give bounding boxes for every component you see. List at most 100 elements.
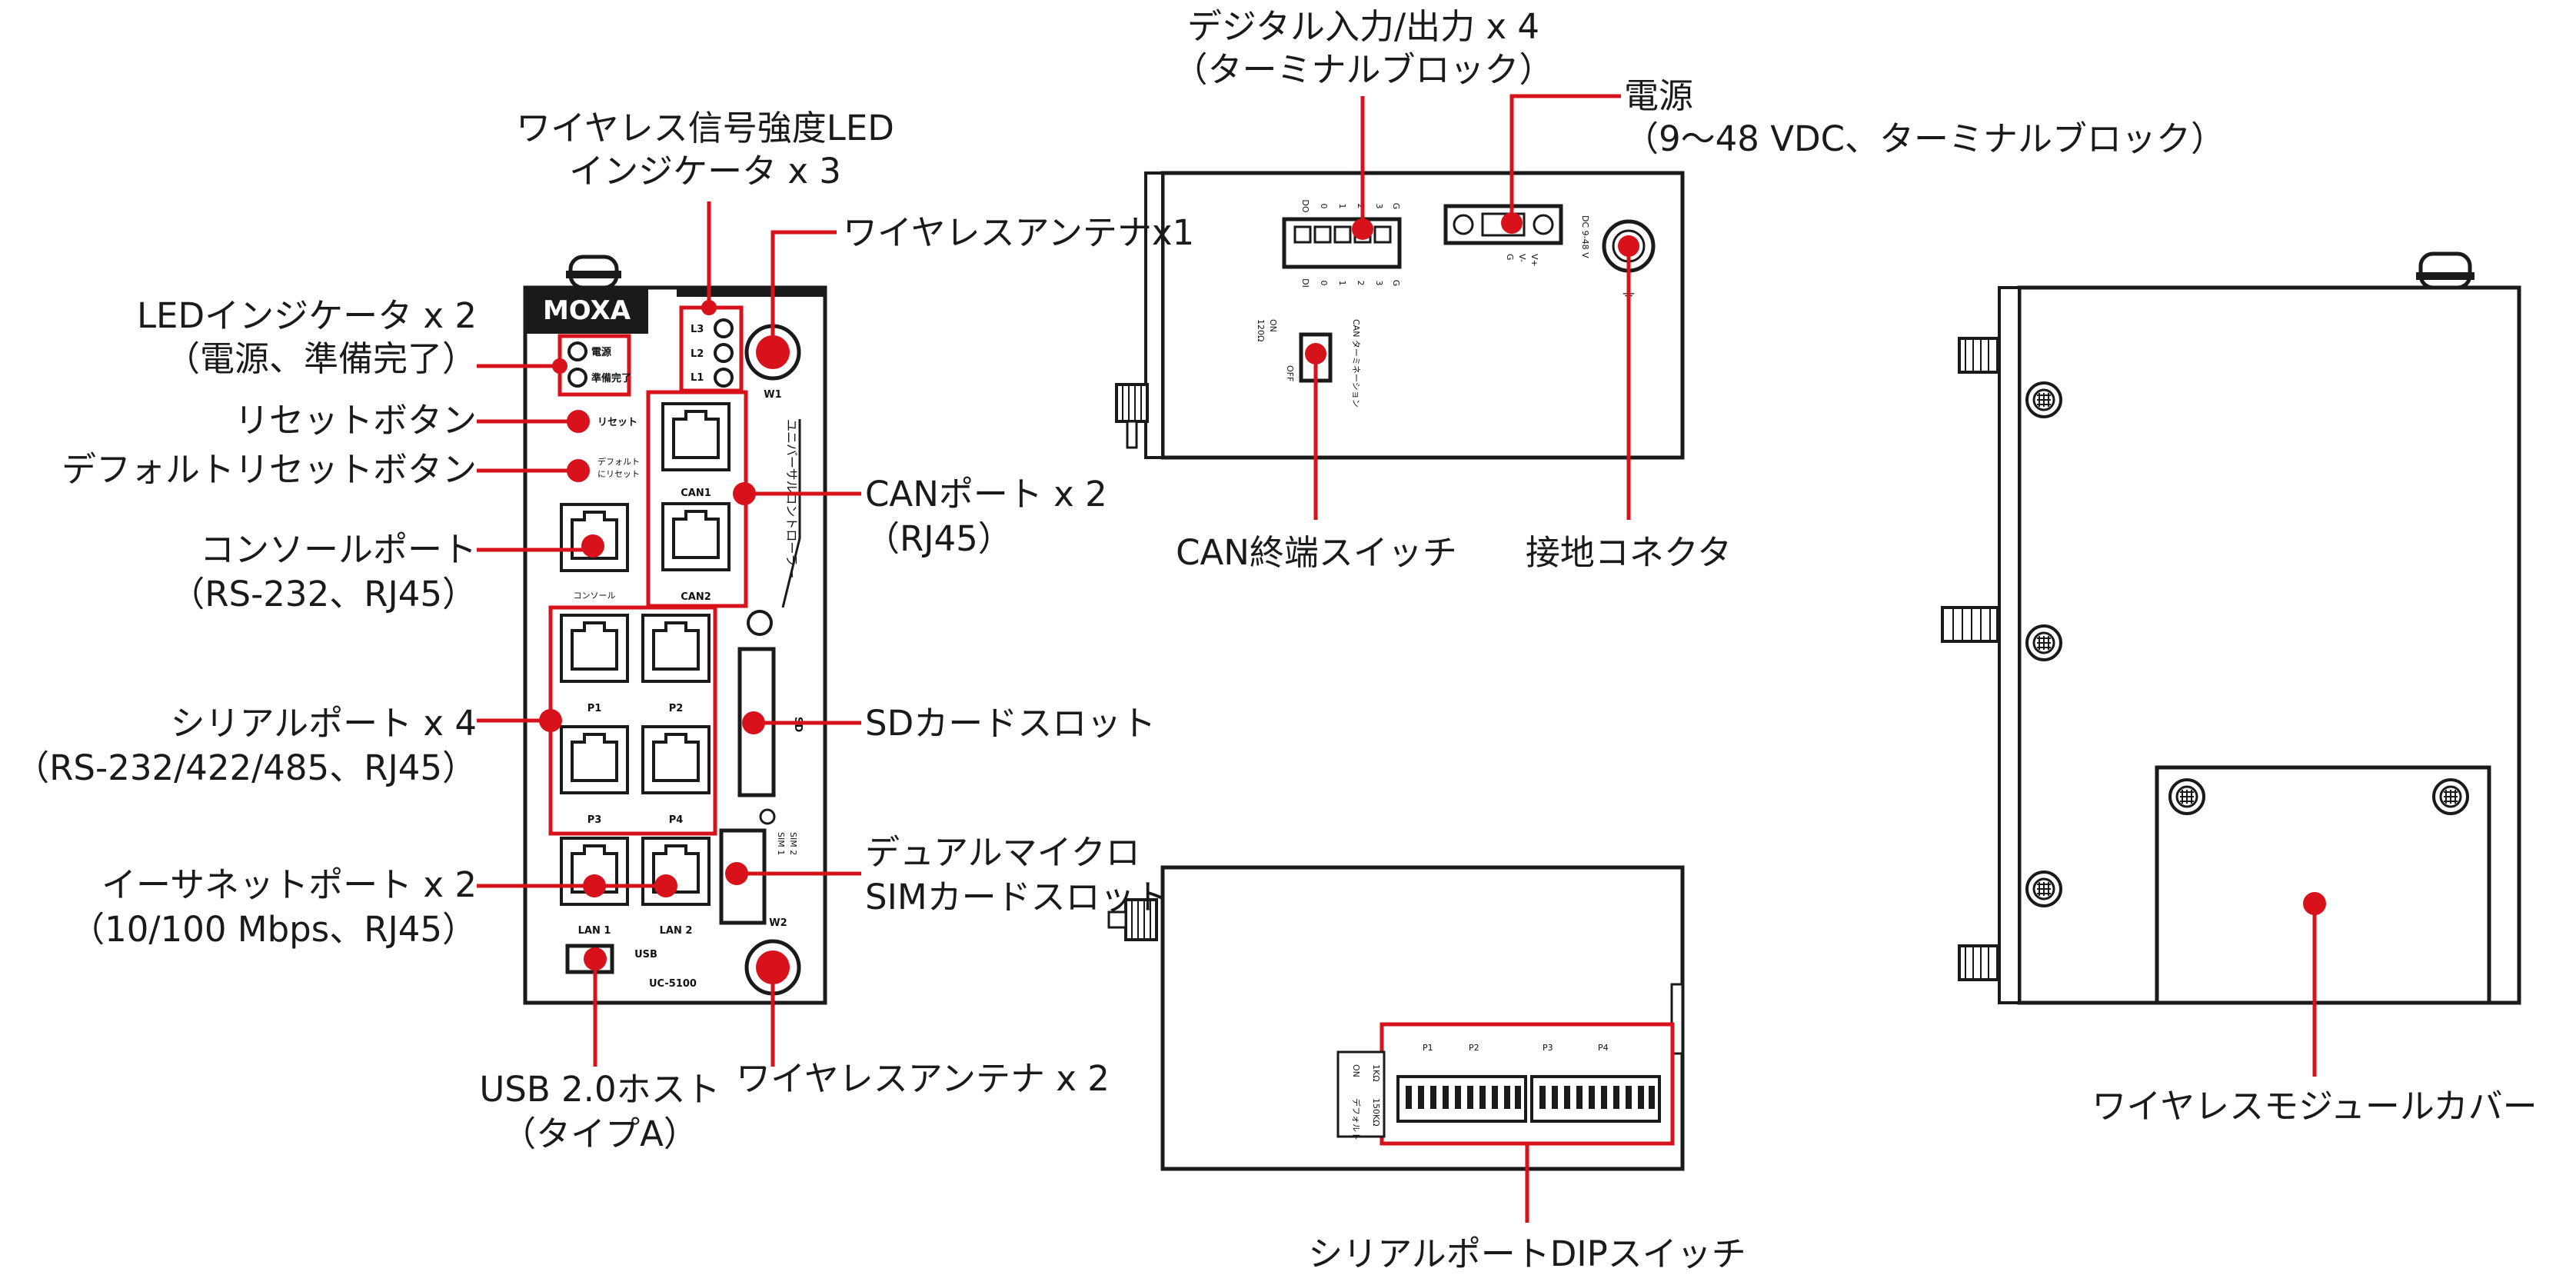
power-led-label: 電源: [591, 346, 611, 358]
l1-label: L1: [691, 372, 704, 384]
dip-on-label: ON: [1351, 1064, 1361, 1077]
cover-screw-2: [2432, 778, 2469, 815]
callout-labels: LEDインジケータ x 2 （電源、準備完了） リセットボタン デフォルトリセッ…: [15, 6, 2537, 1274]
usb-label: USB: [634, 949, 657, 960]
power-led: [567, 341, 587, 361]
can-switch-on-label: ON: [1268, 319, 1278, 332]
l3-label: L3: [691, 324, 704, 335]
digital-io-callout-1: デジタル入力/出力 x 4: [1187, 6, 1539, 47]
wireless-module-cover[interactable]: [2155, 765, 2491, 1005]
ready-led: [567, 368, 587, 388]
can1-label: CAN1: [681, 488, 711, 499]
usb-host-callout-1: USB 2.0ホスト: [479, 1069, 720, 1110]
vminus-label: V-: [1517, 254, 1527, 262]
can2-label: CAN2: [681, 591, 711, 603]
sd-slot-callout: SDカードスロット: [865, 703, 1156, 744]
ethernet-ports-callout-2: （10/100 Mbps、RJ45）: [70, 909, 477, 950]
p1-label: P1: [587, 703, 602, 714]
svg-text:0: 0: [1319, 204, 1329, 209]
svg-text:DI: DI: [1300, 278, 1310, 288]
can-ports-callout-1: CANポート x 2: [865, 474, 1107, 514]
reset-button-callout: リセットボタン: [235, 400, 477, 441]
reset-label: リセット: [597, 417, 637, 428]
p2-label: P2: [669, 703, 684, 714]
ethernet-ports-callout-1: イーサネットポート x 2: [102, 864, 477, 905]
side-view: [1941, 251, 2521, 1005]
dip-150k-label: 150KΩ: [1371, 1098, 1381, 1127]
sim1-label: SIM 1: [776, 832, 786, 855]
can-switch-ohm-label: 120Ω: [1256, 319, 1266, 341]
module-cover-callout: ワイヤレスモジュールカバー: [2092, 1086, 2537, 1127]
svg-text:2: 2: [1356, 281, 1366, 286]
p3-label: P3: [587, 814, 602, 826]
bottom-side-antenna: [1107, 898, 1158, 941]
can-switch-callout: CAN終端スイッチ: [1176, 532, 1457, 573]
serial-dip-callout: シリアルポートDIPスイッチ: [1308, 1233, 1746, 1274]
dual-sim-callout-2: SIMカードスロット: [865, 877, 1170, 917]
side-screw-1: [2025, 381, 2062, 418]
dip-p1-label: P1: [1423, 1043, 1433, 1053]
svg-text:0: 0: [1319, 281, 1329, 286]
digital-io-pin-labels-bottom: DI 0 1 2 3 G: [1300, 278, 1401, 288]
dip-p2-label: P2: [1469, 1043, 1479, 1053]
brand-bar: [525, 288, 648, 334]
can-switch-off-label: OFF: [1285, 365, 1295, 381]
signal-led-l1: [714, 368, 734, 388]
led-indicators-callout-1: LEDインジケータ x 2: [137, 295, 477, 336]
wireless-antenna-2-callout: ワイヤレスアンテナ x 2: [736, 1058, 1110, 1099]
bottom-view: ON 1KΩ デフォルト 150KΩ P1 P2 P3 P4: [1107, 865, 1685, 1171]
top-side-antenna: [1115, 383, 1149, 449]
dual-sim-callout-1: デュアルマイクロ: [865, 832, 1140, 873]
sim2-label: SIM 2: [788, 832, 798, 855]
lan1-label: LAN 1: [578, 925, 611, 937]
console-port-callout-1: コンソールポート: [200, 529, 477, 570]
default-reset-label-2: にリセット: [597, 469, 640, 479]
p4-label: P4: [669, 814, 684, 826]
vplus-label: V+: [1529, 254, 1539, 267]
ground-connector-callout: 接地コネクタ: [1526, 532, 1732, 573]
svg-text:3: 3: [1374, 281, 1384, 286]
lan2-label: LAN 2: [660, 925, 693, 937]
dip-p4-label: P4: [1598, 1043, 1609, 1053]
model-label: UC-5100: [649, 978, 697, 990]
default-reset-callout: デフォルトリセットボタン: [62, 449, 477, 490]
default-reset-label-1: デフォルト: [597, 456, 640, 467]
signal-led-callout-2: インジケータ x 3: [569, 151, 841, 191]
bottom-body: [1160, 865, 1685, 1171]
ready-led-label: 準備完了: [591, 372, 631, 384]
dc-rating-label: DC 9-48 V: [1580, 215, 1590, 258]
side-antenna-top: [1958, 337, 1999, 374]
console-port-marker: [581, 534, 604, 558]
side-screw-3: [2025, 871, 2062, 907]
leader-lines: [477, 94, 2317, 1223]
w2-label: W2: [769, 917, 787, 929]
signal-led-l3: [714, 318, 734, 338]
side-antenna-middle: [1941, 606, 1999, 643]
side-screw-2: [2025, 624, 2062, 661]
dip-default-label: デフォルト: [1351, 1098, 1362, 1140]
dip-p3-label: P3: [1543, 1043, 1553, 1053]
l2-label: L2: [691, 348, 704, 360]
serial-ports-callout-2: （RS-232/422/485、RJ45）: [15, 747, 477, 788]
front-view: MOXA 電源 準備完了 リセット デフォルト にリセット L3 L2 L1 W…: [523, 255, 827, 1005]
power-callout-2: （9～48 VDC、ターミナルブロック）: [1624, 118, 2225, 159]
can-termination-label: CAN ターミネーション: [1351, 319, 1361, 408]
dip-1k-label: 1KΩ: [1371, 1064, 1381, 1082]
console-label: コンソール: [574, 591, 616, 601]
brand-logo: MOXA: [543, 295, 631, 326]
top-view: DO 0 1 2 3 G DI 0 1 2 3 G V+ V- G DC 9-4…: [1115, 171, 1685, 460]
digital-io-callout-2: （ターミナルブロック）: [1173, 49, 1553, 90]
vertical-product-label: ユニバーサルコントローラー: [784, 419, 799, 578]
din-clip-side: [2418, 251, 2472, 290]
cover-screw-1: [2168, 778, 2205, 815]
usb-host-callout-2: （タイプA）: [501, 1114, 698, 1154]
svg-text:G: G: [1391, 280, 1401, 287]
signal-led-l2: [714, 343, 734, 363]
top-body: [1160, 171, 1685, 460]
signal-led-callout-1: ワイヤレス信号強度LED: [516, 108, 894, 148]
svg-text:1: 1: [1337, 281, 1347, 286]
w1-label: W1: [764, 389, 781, 401]
svg-text:DO: DO: [1300, 199, 1310, 212]
side-antenna-bottom: [1958, 944, 1999, 981]
